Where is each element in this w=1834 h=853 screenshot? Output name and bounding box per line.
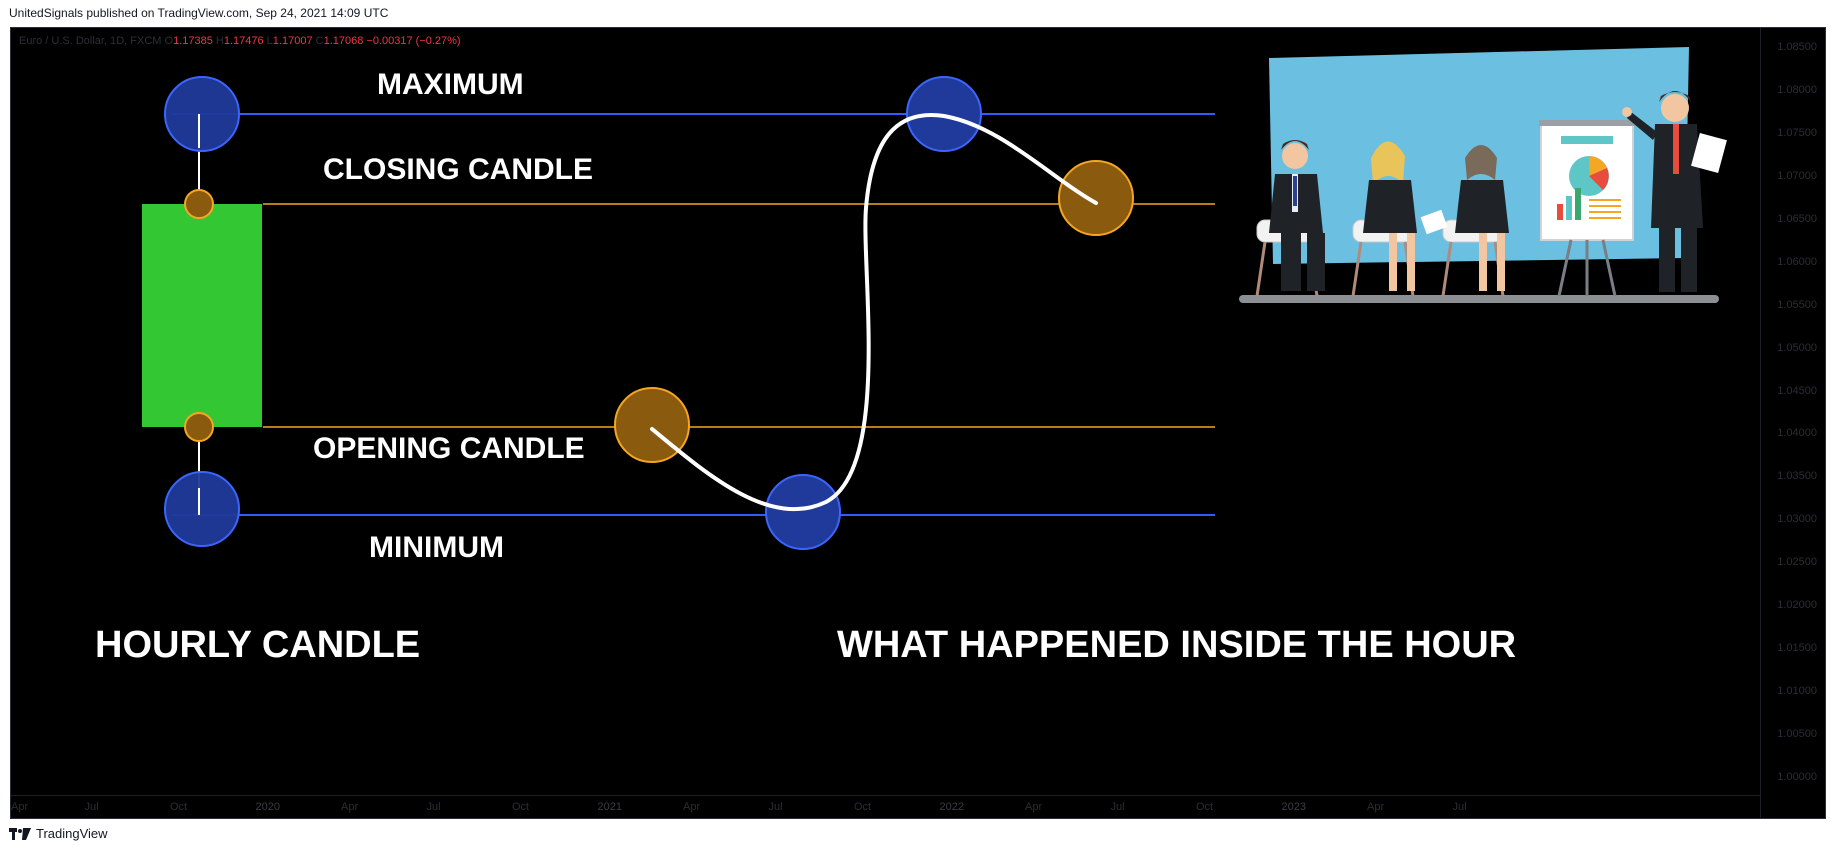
time-tick: Apr xyxy=(341,801,359,813)
time-tick: 2020 xyxy=(255,801,280,813)
label-minimum: MINIMUM xyxy=(369,531,504,564)
candle-body xyxy=(142,204,262,427)
label-inside-the-hour: WHAT HAPPENED INSIDE THE HOUR xyxy=(837,624,1517,666)
label-closing-candle: CLOSING CANDLE xyxy=(323,153,593,186)
time-tick: Jul xyxy=(84,801,99,813)
price-tick: 1.08000 xyxy=(1777,83,1817,96)
time-tick: Oct xyxy=(512,801,530,813)
close-marker xyxy=(184,189,214,219)
footer: TradingView xyxy=(9,826,108,841)
legend-close: 1.17068 xyxy=(323,35,364,47)
floor-bar xyxy=(1239,295,1719,303)
price-tick: 1.08500 xyxy=(1777,41,1817,53)
max-marker xyxy=(164,76,240,152)
legend-change: −0.00317 (−0.27%) xyxy=(366,35,461,47)
time-tick: 2022 xyxy=(939,801,964,813)
open-marker xyxy=(184,412,214,442)
price-tick: 1.01500 xyxy=(1777,642,1817,655)
time-axis[interactable]: Apr Jul Oct 2020 Apr Jul Oct 2021 Apr Jul Oct 2022 A… xyxy=(11,795,1761,818)
time-tick: Oct xyxy=(170,801,188,813)
time-tick: 2023 xyxy=(1281,801,1306,813)
price-path-curve xyxy=(650,112,1098,512)
legend-h-label: H xyxy=(215,35,224,47)
time-tick: Jul xyxy=(1452,801,1467,813)
price-tick: 1.02000 xyxy=(1777,599,1817,612)
label-hourly-candle: HOURLY CANDLE xyxy=(95,624,421,666)
price-tick: 1.03000 xyxy=(1777,513,1817,526)
time-tick: Apr xyxy=(11,801,29,813)
price-tick: 1.01000 xyxy=(1777,685,1817,698)
price-tick: 1.07000 xyxy=(1777,169,1817,182)
label-maximum: MAXIMUM xyxy=(377,68,524,101)
min-marker xyxy=(164,471,240,547)
candle-diagram xyxy=(142,47,1727,550)
symbol-name[interactable]: Euro / U.S. Dollar, 1D, FXCM xyxy=(19,35,162,47)
price-tick: 1.00000 xyxy=(1777,771,1817,783)
price-tick: 1.04500 xyxy=(1777,384,1817,397)
price-tick: 1.05000 xyxy=(1777,341,1817,354)
price-tick: 1.06000 xyxy=(1777,255,1817,268)
time-tick: 2021 xyxy=(597,801,622,813)
legend-high: 1.17476 xyxy=(223,35,264,47)
time-tick: Jul xyxy=(1110,801,1125,813)
price-tick: 1.07500 xyxy=(1777,126,1817,139)
time-tick: Oct xyxy=(854,801,872,813)
time-tick: Oct xyxy=(1196,801,1214,813)
time-tick: Apr xyxy=(683,801,701,813)
tradingview-logo-icon[interactable] xyxy=(9,827,31,840)
time-tick: Jul xyxy=(426,801,441,813)
chart-pane[interactable]: Euro / U.S. Dollar, 1D, FXCM O1.17385 H1… xyxy=(10,27,1826,819)
legend-o-label: O xyxy=(164,35,174,47)
legend-open: 1.17385 xyxy=(173,35,213,47)
time-tick: Apr xyxy=(1025,801,1043,813)
price-tick: 1.05500 xyxy=(1777,298,1817,311)
price-tick: 1.02500 xyxy=(1777,556,1817,569)
publisher-line: UnitedSignals published on TradingView.c… xyxy=(9,6,389,20)
price-tick: 1.06500 xyxy=(1777,212,1817,225)
legend-l-label: L xyxy=(266,35,273,47)
price-tick: 1.03500 xyxy=(1777,470,1817,483)
footer-brand[interactable]: TradingView xyxy=(36,826,108,841)
time-tick: Apr xyxy=(1367,801,1385,813)
label-opening-candle: OPENING CANDLE xyxy=(313,432,585,465)
price-tick: 1.00500 xyxy=(1777,728,1817,741)
legend-low: 1.17007 xyxy=(272,35,313,47)
price-axis[interactable]: 1.08500 1.08000 1.07500 1.07000 1.06500 1.060… xyxy=(1760,28,1825,818)
path-close-marker xyxy=(1058,160,1134,236)
business-presentation-illustration xyxy=(1239,47,1727,303)
path-low-marker xyxy=(765,474,841,550)
legend-c-label: C xyxy=(315,35,324,47)
price-tick: 1.04000 xyxy=(1777,427,1817,440)
time-tick: Jul xyxy=(768,801,783,813)
symbol-legend: Euro / U.S. Dollar, 1D, FXCM O1.17385 H1… xyxy=(19,35,461,47)
